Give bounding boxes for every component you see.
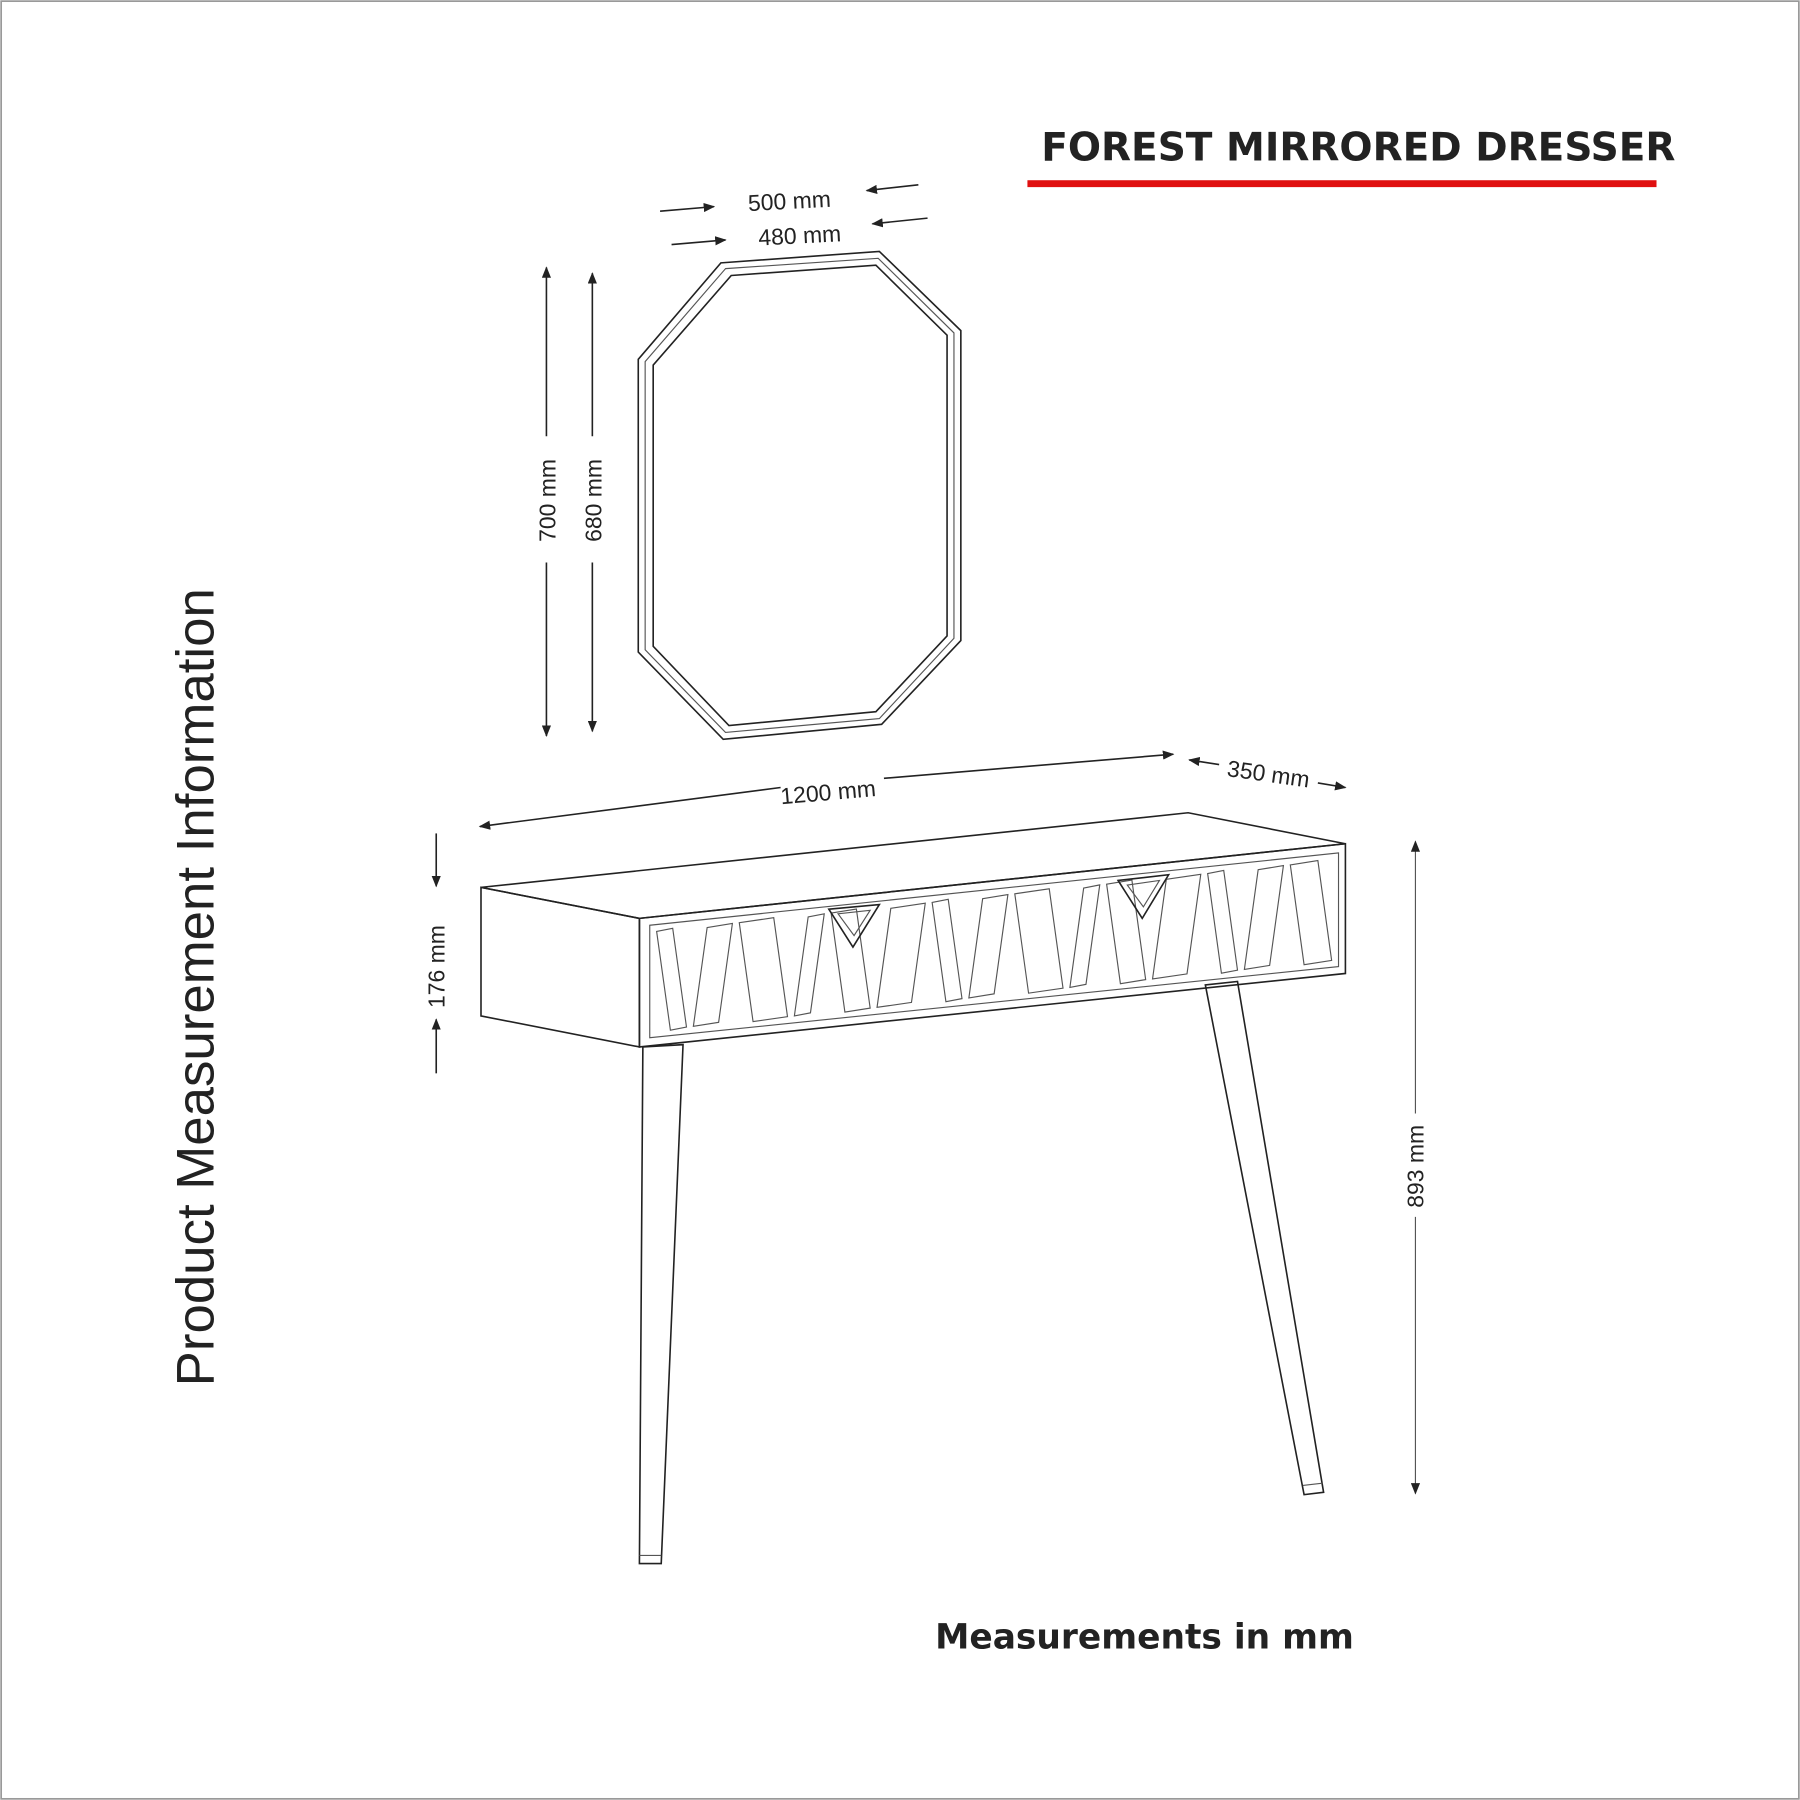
drawer-slat (1105, 879, 1147, 985)
arrow-icon (865, 184, 919, 194)
mirror-drawing (637, 250, 962, 741)
arrow-icon (660, 202, 716, 213)
mirror-outer-width-label: 500 mm (747, 186, 831, 216)
console-side (480, 886, 641, 1048)
handle-icon (1116, 873, 1171, 920)
drawer-slat (1069, 884, 1101, 989)
drawer-slat (876, 902, 926, 1009)
drawer-slat (793, 913, 825, 1017)
drawer-slat (1151, 873, 1202, 980)
mirror-inner-width-label: 480 mm (758, 220, 842, 250)
drawer-pattern (655, 859, 1333, 1031)
handle-icon (827, 903, 881, 949)
drawer-slat (1243, 864, 1285, 971)
console-drawing (480, 811, 1347, 1565)
drawer-front (638, 842, 1347, 1048)
drawer-slat (931, 898, 963, 1003)
drawer-slat (1289, 859, 1333, 966)
console-width-label: 1200 mm (779, 775, 877, 809)
title: FOREST MIRRORED DRESSER (1041, 126, 1675, 171)
drawer-slat (1207, 869, 1239, 974)
mirror-height-dimensions: 700 mm 680 mm (535, 266, 607, 737)
drawer-slat (655, 927, 688, 1031)
drawer-slat (968, 893, 1009, 999)
drawer-slat (830, 908, 871, 1013)
title-underline (1027, 180, 1657, 188)
drawer-slat (738, 917, 789, 1023)
right-leg (1204, 980, 1325, 1496)
console-dimensions: 1200 mm 350 mm 176 mm 893 mm (423, 750, 1428, 1495)
mirror-outer-height-label: 700 mm (535, 459, 561, 542)
footer-note: Measurements in mm (935, 1617, 1354, 1657)
mirror-width-dimensions: 500 mm 480 mm (660, 184, 928, 251)
total-height-label: 893 mm (1402, 1125, 1428, 1208)
left-leg (638, 1043, 684, 1565)
arrow-icon (671, 236, 727, 246)
mirror-inner-height-label: 680 mm (581, 459, 607, 542)
drawer-slat (1014, 888, 1064, 994)
side-label: Product Measurement Information (167, 588, 226, 1386)
console-depth-label: 350 mm (1226, 755, 1312, 792)
arrow-icon (871, 217, 928, 228)
drawer-height-label: 176 mm (423, 925, 449, 1008)
drawer-slat (692, 922, 734, 1028)
